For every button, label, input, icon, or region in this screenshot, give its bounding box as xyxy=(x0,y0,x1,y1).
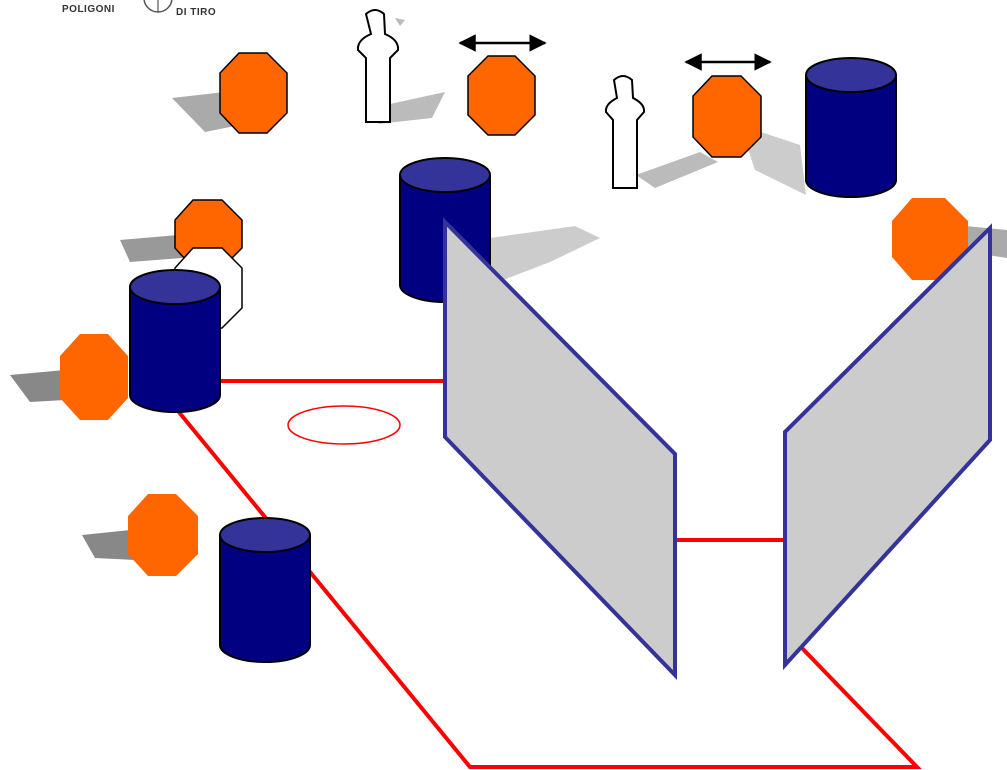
barrel-icon xyxy=(130,287,220,412)
steel-plate-moving-icon xyxy=(693,76,761,157)
barrier-wall-left xyxy=(445,222,675,675)
barrel-3 xyxy=(130,270,220,412)
barrel-icon xyxy=(806,75,896,197)
barrel-icon xyxy=(220,535,310,662)
start-position-circle xyxy=(288,406,400,444)
steel-plate-icon xyxy=(128,494,198,576)
steel-plate-icon xyxy=(60,334,128,420)
shadow xyxy=(490,226,600,285)
barrel-4 xyxy=(220,518,310,662)
silhouette-target-2 xyxy=(606,76,644,188)
shadow xyxy=(82,530,135,560)
shadow xyxy=(10,370,65,402)
silhouette-icon xyxy=(606,76,644,188)
steel-plate-moving-icon xyxy=(468,56,535,135)
logo: POLIGONI DI TIRO xyxy=(62,0,216,18)
shadow xyxy=(395,18,405,26)
steel-plate-icon xyxy=(220,53,287,133)
logo-left-text: POLIGONI xyxy=(62,4,115,15)
barrel-1 xyxy=(806,58,896,197)
logo-right-text: DI TIRO xyxy=(176,7,216,18)
barrier-wall-right xyxy=(785,228,990,665)
shadow xyxy=(636,152,718,188)
shadow xyxy=(120,235,182,262)
